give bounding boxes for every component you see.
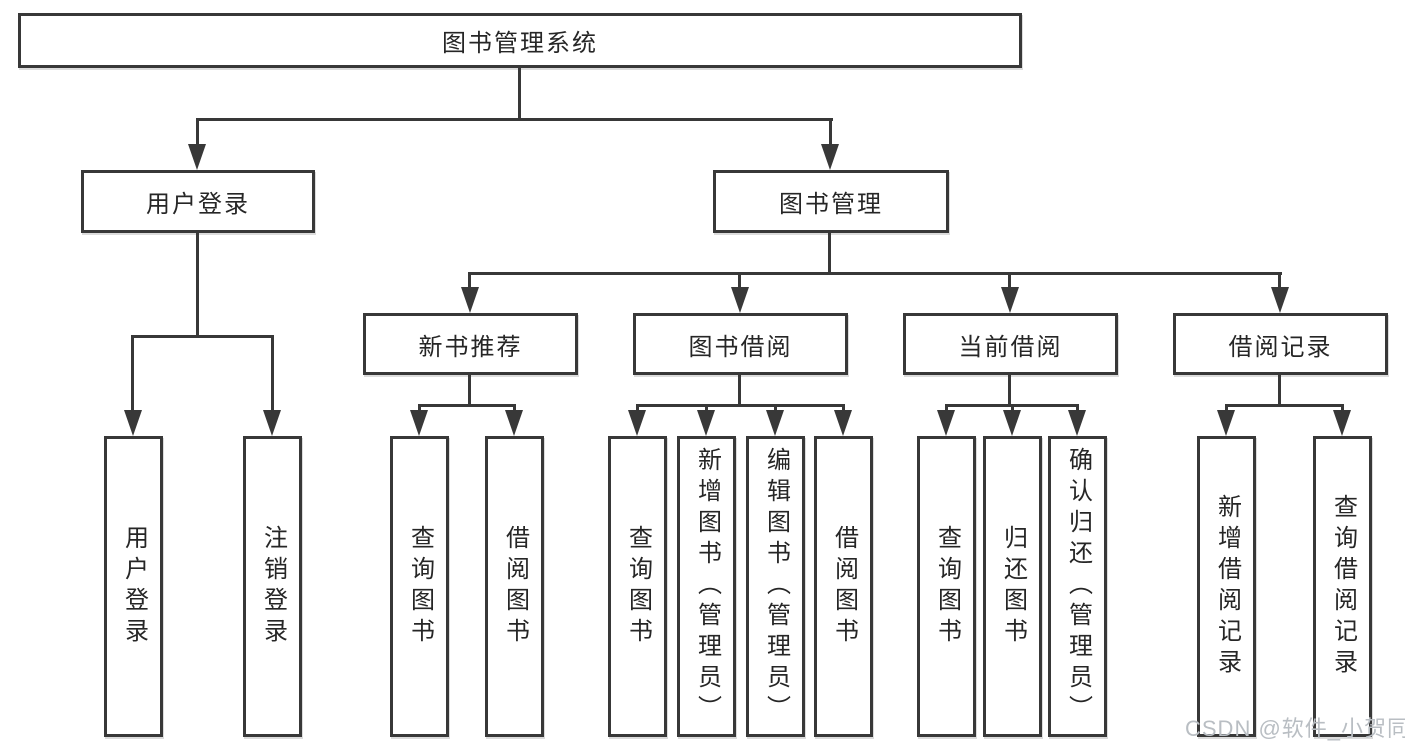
- node-user-login: 用户登录: [81, 170, 315, 233]
- node-book-borrowing-label: 图书借阅: [688, 333, 793, 361]
- connector-hline: [468, 272, 1282, 275]
- connector-vline: [1008, 272, 1011, 289]
- leaf-borrow-books-borrowing-label: 借阅图书: [830, 524, 858, 649]
- arrow-down-icon: [697, 410, 715, 436]
- node-book-borrowing: 图书借阅: [633, 313, 848, 375]
- connector-vline: [513, 404, 516, 412]
- connector-vline: [828, 233, 831, 274]
- leaf-add-borrow-record-label: 新增借阅记录: [1213, 493, 1241, 680]
- arrow-down-icon: [1217, 410, 1235, 436]
- arrow-down-icon: [188, 144, 206, 170]
- node-new-book-recommend-label: 新书推荐: [418, 333, 523, 361]
- leaf-query-books-recommend-label: 查询图书: [406, 524, 434, 649]
- connector-vline: [468, 272, 471, 289]
- leaf-query-books-recommend: 查询图书: [390, 436, 449, 737]
- arrow-down-icon: [505, 410, 523, 436]
- leaf-query-books-borrowing-label: 查询图书: [624, 524, 652, 649]
- node-current-borrowing: 当前借阅: [903, 313, 1118, 375]
- connector-hline: [418, 404, 516, 407]
- connector-vline: [774, 404, 777, 412]
- connector-vline: [636, 404, 639, 412]
- leaf-borrow-books-recommend: 借阅图书: [485, 436, 544, 737]
- leaf-user-login-label: 用户登录: [120, 524, 148, 649]
- connector-vline: [1076, 404, 1079, 412]
- leaf-borrow-books-recommend-label: 借阅图书: [501, 524, 529, 649]
- arrow-down-icon: [410, 410, 428, 436]
- connector-hline: [1225, 404, 1344, 407]
- connector-vline: [1008, 375, 1011, 406]
- arrow-down-icon: [1068, 410, 1086, 436]
- leaf-return-books: 归还图书: [983, 436, 1042, 737]
- arrow-down-icon: [628, 410, 646, 436]
- arrow-down-icon: [1333, 410, 1351, 436]
- leaf-add-borrow-record: 新增借阅记录: [1197, 436, 1256, 737]
- node-current-borrowing-label: 当前借阅: [958, 333, 1063, 361]
- node-library-system-label: 图书管理系统: [442, 30, 598, 57]
- leaf-query-borrow-record-label: 查询借阅记录: [1329, 493, 1357, 680]
- leaf-logout: 注销登录: [243, 436, 302, 737]
- arrow-down-icon: [461, 287, 479, 313]
- connector-vline: [738, 272, 741, 289]
- leaf-add-books-admin: 新增图书（管理员）: [677, 436, 736, 737]
- leaf-query-borrow-record: 查询借阅记录: [1313, 436, 1372, 737]
- node-borrow-records-label: 借阅记录: [1228, 333, 1333, 361]
- leaf-edit-books-admin-label: 编辑图书（管理员）: [762, 447, 790, 726]
- arrow-down-icon: [124, 410, 142, 436]
- connector-hline: [636, 404, 845, 407]
- connector-vline: [196, 233, 199, 337]
- connector-vline: [418, 404, 421, 412]
- arrow-down-icon: [834, 410, 852, 436]
- connector-vline: [196, 118, 199, 146]
- connector-vline: [468, 375, 471, 406]
- connector-vline: [1225, 404, 1228, 412]
- connector-vline: [131, 335, 134, 412]
- arrow-down-icon: [1003, 410, 1021, 436]
- leaf-confirm-return-admin: 确认归还（管理员）: [1048, 436, 1107, 737]
- connector-vline: [945, 404, 948, 412]
- arrow-down-icon: [1271, 287, 1289, 313]
- watermark: CSDN @软件_小贺同学: [1185, 716, 1405, 741]
- connector-vline: [518, 68, 521, 120]
- leaf-query-books-current: 查询图书: [917, 436, 976, 737]
- connector-hline: [131, 335, 274, 338]
- leaf-borrow-books-borrowing: 借阅图书: [814, 436, 873, 737]
- leaf-user-login: 用户登录: [104, 436, 163, 737]
- arrow-down-icon: [1001, 287, 1019, 313]
- connector-hline: [196, 118, 833, 121]
- connector-vline: [829, 118, 832, 146]
- leaf-return-books-label: 归还图书: [999, 524, 1027, 649]
- connector-vline: [1278, 272, 1281, 289]
- connector-vline: [271, 335, 274, 412]
- node-new-book-recommend: 新书推荐: [363, 313, 578, 375]
- connector-vline: [1341, 404, 1344, 412]
- arrow-down-icon: [731, 287, 749, 313]
- connector-vline: [738, 375, 741, 406]
- connector-vline: [1011, 404, 1014, 412]
- connector-vline: [842, 404, 845, 412]
- arrow-down-icon: [821, 144, 839, 170]
- arrow-down-icon: [263, 410, 281, 436]
- node-borrow-records: 借阅记录: [1173, 313, 1388, 375]
- node-book-management-label: 图书管理: [779, 191, 883, 218]
- node-user-login-label: 用户登录: [146, 191, 250, 218]
- connector-vline: [705, 404, 708, 412]
- leaf-add-books-admin-label: 新增图书（管理员）: [693, 447, 721, 726]
- leaf-edit-books-admin: 编辑图书（管理员）: [746, 436, 805, 737]
- node-library-system: 图书管理系统: [18, 13, 1022, 68]
- leaf-confirm-return-admin-label: 确认归还（管理员）: [1064, 447, 1092, 726]
- leaf-logout-label: 注销登录: [259, 524, 287, 649]
- leaf-query-books-borrowing: 查询图书: [608, 436, 667, 737]
- arrow-down-icon: [937, 410, 955, 436]
- node-book-management: 图书管理: [713, 170, 949, 233]
- connector-vline: [1278, 375, 1281, 406]
- arrow-down-icon: [766, 410, 784, 436]
- leaf-query-books-current-label: 查询图书: [933, 524, 961, 649]
